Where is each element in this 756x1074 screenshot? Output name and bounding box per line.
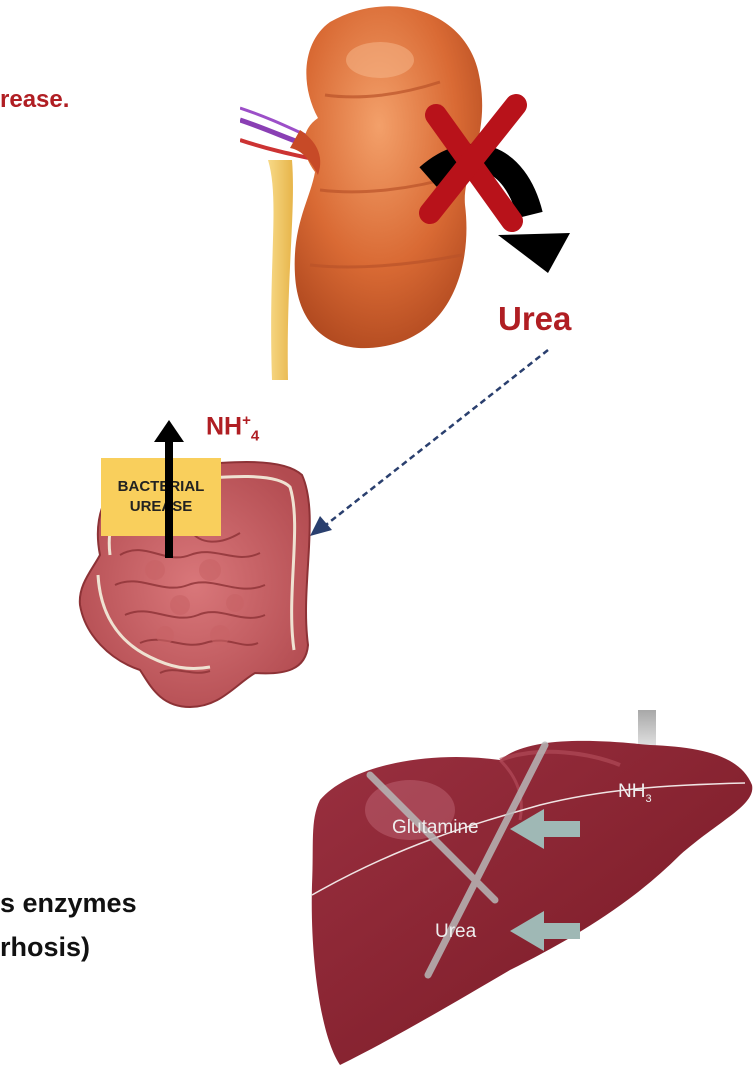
nh3-base: NH: [618, 781, 645, 802]
dashed-arrow-urea-to-gut: [300, 340, 560, 540]
up-arrow-icon: [154, 420, 184, 560]
nh3-subscript: 3: [645, 793, 651, 805]
urea-label: Urea: [498, 300, 571, 338]
text-fragment-cirrhosis: rhosis): [0, 932, 90, 963]
text-fragment-urease: rease.: [0, 86, 69, 114]
liver-image: Glutamine Urea NH3: [300, 705, 756, 1070]
nh4-label: NH+4: [206, 412, 259, 444]
liver-urea-label: Urea: [435, 921, 477, 942]
nh4-base: NH: [206, 412, 242, 440]
liver-glutamine-label: Glutamine: [392, 817, 479, 838]
nh4-subscript: 4: [251, 427, 259, 444]
text-fragment-enzymes: s enzymes: [0, 888, 137, 919]
excretion-blocked-graphic: [400, 85, 590, 285]
nh4-charge: +: [242, 412, 251, 429]
